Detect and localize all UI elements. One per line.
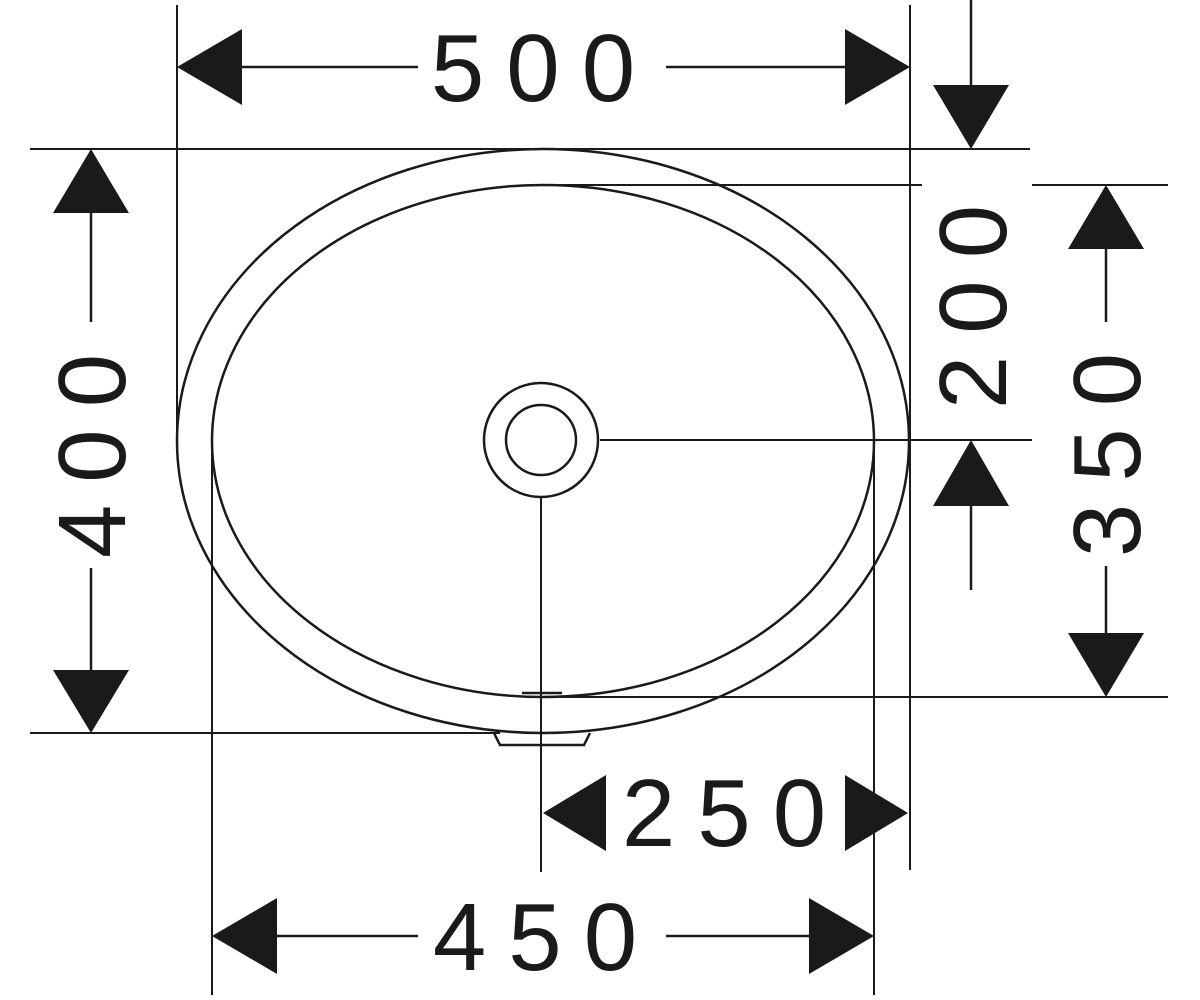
arrow-right — [809, 898, 874, 974]
overflow-tab — [492, 732, 592, 747]
drain-from-back-label: 200 — [920, 183, 1027, 409]
dim-overall-width: 500 — [177, 15, 910, 122]
arrow-right — [845, 29, 910, 105]
drain-to-side-label: 250 — [622, 760, 848, 867]
basin-outer-rim — [175, 147, 911, 735]
arrow-up — [53, 149, 129, 213]
arrow-left — [177, 29, 242, 105]
overall-width-label: 500 — [431, 15, 657, 122]
dim-inner-width: 450 — [212, 884, 874, 991]
overall-depth-label: 400 — [39, 332, 146, 558]
arrow-left — [543, 775, 606, 851]
dim-inner-depth: 350 — [1054, 185, 1161, 697]
basin — [175, 147, 911, 747]
dim-drain-from-back: 200 — [920, 0, 1027, 590]
dim-overall-depth: 400 — [39, 149, 146, 733]
arrow-down — [53, 670, 129, 733]
dim-drain-to-side: 250 — [543, 760, 908, 867]
drain-inner-ring — [504, 403, 578, 477]
arrow-up — [1068, 185, 1144, 249]
arrow-down — [1068, 633, 1144, 697]
inner-width-label: 450 — [433, 884, 659, 991]
drain-outer-ring — [482, 381, 600, 499]
basin-inner-bowl — [210, 183, 876, 699]
inner-depth-label: 350 — [1054, 331, 1161, 557]
arrow-down — [933, 85, 1009, 149]
arrow-left — [212, 898, 277, 974]
arrow-right — [845, 775, 908, 851]
arrow-up — [933, 440, 1009, 506]
